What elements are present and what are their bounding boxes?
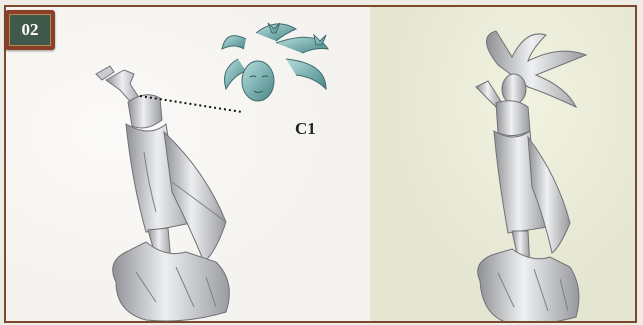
head-part-illustration: [216, 19, 336, 114]
part-label: C1: [295, 119, 316, 139]
instruction-frame: C1: [4, 5, 637, 323]
figure-assembled-illustration: [436, 27, 606, 323]
step-number-badge: 02: [5, 10, 55, 50]
step-number: 02: [9, 14, 51, 46]
